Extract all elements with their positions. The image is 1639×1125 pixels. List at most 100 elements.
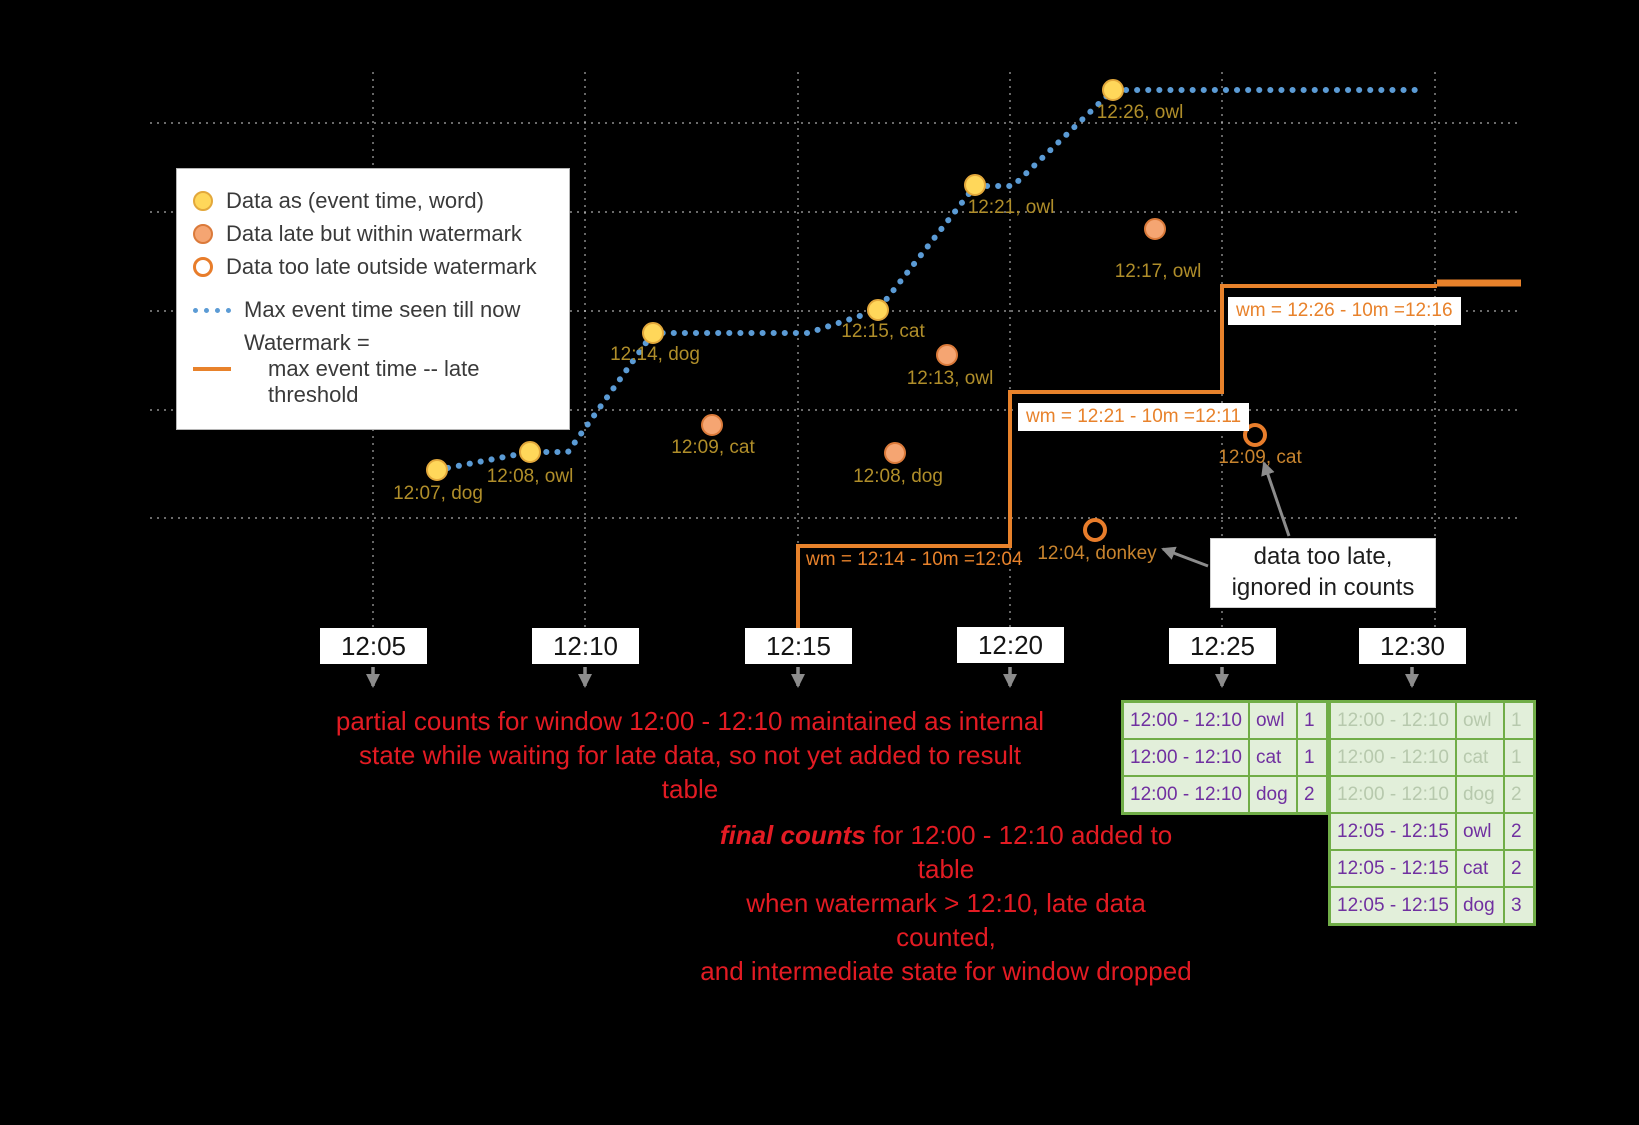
data-point-ontime <box>1102 79 1124 101</box>
legend: Data as (event time, word) Data late but… <box>176 168 570 430</box>
data-point-ontime <box>867 299 889 321</box>
legend-label-line2: max event time -- late threshold <box>268 356 480 407</box>
point-label: 12:17, owl <box>1114 261 1202 282</box>
tick-arrows <box>366 667 1419 688</box>
legend-label: Data too late outside watermark <box>226 254 537 279</box>
word-cell: cat <box>1454 849 1505 888</box>
word-cell: owl <box>1454 812 1505 851</box>
data-point-late <box>1144 218 1166 240</box>
word-cell: dog <box>1454 886 1505 926</box>
legend-item-ontime: Data as (event time, word) <box>193 188 553 214</box>
final-counts-note-line2: when watermark > 12:10, late data counte… <box>746 888 1146 952</box>
word-cell: owl <box>1454 700 1505 740</box>
window-cell: 12:00 - 12:10 <box>1121 775 1250 815</box>
table-row-dropped: 12:00 - 12:10 cat 1 <box>1328 738 1536 777</box>
table-row-dropped: 12:00 - 12:10 dog 2 <box>1328 775 1536 814</box>
count-cell: 1 <box>1296 700 1329 740</box>
window-cell: 12:05 - 12:15 <box>1328 812 1457 851</box>
table-row: 12:00 - 12:10 cat 1 <box>1121 738 1329 777</box>
table-row: 12:05 - 12:15 cat 2 <box>1328 849 1536 888</box>
count-cell: 3 <box>1503 886 1536 926</box>
tick-12-10: 12:10 <box>532 628 639 664</box>
late-point-icon <box>193 224 213 244</box>
word-cell: dog <box>1454 775 1505 814</box>
point-label: 12:21, owl <box>967 197 1055 218</box>
point-label: 12:08, owl <box>486 466 574 487</box>
point-label: 12:09, cat <box>1218 447 1302 468</box>
partial-counts-note: partial counts for window 12:00 - 12:10 … <box>328 704 1052 806</box>
data-point-toolate <box>1083 518 1107 542</box>
tick-12-30: 12:30 <box>1359 628 1466 664</box>
table-row: 12:05 - 12:15 dog 3 <box>1328 886 1536 926</box>
window-cell: 12:00 - 12:10 <box>1328 700 1457 740</box>
too-late-note: data too late, ignored in counts <box>1210 538 1436 608</box>
data-point-ontime <box>519 441 541 463</box>
point-label: 12:08, dog <box>853 466 943 487</box>
final-counts-emphasis: final counts <box>719 820 866 850</box>
toolate-point-icon <box>193 257 213 277</box>
watermark-label-2: wm = 12:21 - 10m =12:11 <box>1018 403 1250 431</box>
count-cell: 2 <box>1503 849 1536 888</box>
word-cell: cat <box>1454 738 1505 777</box>
watermark-label-1: wm = 12:14 - 10m =12:04 <box>806 549 1023 570</box>
watermark-line <box>796 284 1437 631</box>
too-late-note-line1: data too late, <box>1253 543 1393 570</box>
point-label: 12:13, owl <box>906 368 994 389</box>
count-cell: 1 <box>1503 700 1536 740</box>
data-point-late <box>701 414 723 436</box>
final-counts-note-line1: final counts for 12:00 - 12:10 added to … <box>696 818 1196 886</box>
legend-watermark-text: Watermark = max event time -- late thres… <box>244 330 553 408</box>
window-cell: 12:05 - 12:15 <box>1328 849 1457 888</box>
legend-label: Data as (event time, word) <box>226 188 484 213</box>
point-label: 12:04, donkey <box>1037 543 1157 564</box>
tick-12-20: 12:20 <box>957 627 1064 663</box>
legend-item-watermark-line: Watermark = max event time -- late thres… <box>193 330 553 408</box>
data-point-ontime <box>426 459 448 481</box>
point-label: 12:15, cat <box>841 321 925 342</box>
window-cell: 12:00 - 12:10 <box>1121 738 1250 777</box>
max-event-line-sample-icon <box>193 307 231 313</box>
tick-12-05: 12:05 <box>320 628 427 664</box>
point-label: 12:14, dog <box>610 344 700 365</box>
word-cell: cat <box>1247 738 1298 777</box>
word-cell: owl <box>1247 700 1298 740</box>
ontime-point-icon <box>193 191 213 211</box>
watermark-label-3: wm = 12:26 - 10m =12:16 <box>1228 297 1461 325</box>
tick-12-25: 12:25 <box>1169 628 1276 664</box>
window-cell: 12:00 - 12:10 <box>1121 700 1250 740</box>
table-row: 12:00 - 12:10 dog 2 <box>1121 775 1329 815</box>
final-counts-note-line3: and intermediate state for window droppe… <box>700 956 1192 986</box>
table-row: 12:05 - 12:15 owl 2 <box>1328 812 1536 851</box>
data-point-late <box>936 344 958 366</box>
point-label: 12:09, cat <box>671 437 755 458</box>
legend-item-max-line: Max event time seen till now <box>193 297 553 323</box>
too-late-note-line2: ignored in counts <box>1231 574 1415 601</box>
result-table-partial: 12:00 - 12:10 owl 1 12:00 - 12:10 cat 1 … <box>1121 700 1329 815</box>
final-counts-note: final counts for 12:00 - 12:10 added to … <box>696 818 1196 988</box>
legend-item-toolate: Data too late outside watermark <box>193 254 553 280</box>
count-cell: 2 <box>1296 775 1329 815</box>
gridlines <box>150 72 1522 630</box>
count-cell: 2 <box>1503 812 1536 851</box>
tick-12-15: 12:15 <box>745 628 852 664</box>
final-counts-rest: for 12:00 - 12:10 added to table <box>865 820 1173 884</box>
partial-counts-note-line2: state while waiting for late data, so no… <box>359 740 1021 804</box>
count-cell: 2 <box>1503 775 1536 814</box>
table-row-dropped: 12:00 - 12:10 owl 1 <box>1328 700 1536 740</box>
legend-item-late: Data late but within watermark <box>193 221 553 247</box>
data-point-ontime <box>964 174 986 196</box>
too-late-arrow-donkey <box>1161 546 1209 568</box>
max-event-time-line <box>434 87 1423 473</box>
table-row: 12:00 - 12:10 owl 1 <box>1121 700 1329 740</box>
window-cell: 12:00 - 12:10 <box>1328 775 1457 814</box>
legend-label: Data late but within watermark <box>226 221 522 246</box>
window-cell: 12:00 - 12:10 <box>1328 738 1457 777</box>
partial-counts-note-line1: partial counts for window 12:00 - 12:10 … <box>335 706 1045 736</box>
data-point-late <box>884 442 906 464</box>
count-cell: 1 <box>1296 738 1329 777</box>
window-cell: 12:05 - 12:15 <box>1328 886 1457 926</box>
legend-label: Max event time seen till now <box>244 297 521 322</box>
count-cell: 1 <box>1503 738 1536 777</box>
too-late-arrow-cat <box>1261 461 1291 537</box>
